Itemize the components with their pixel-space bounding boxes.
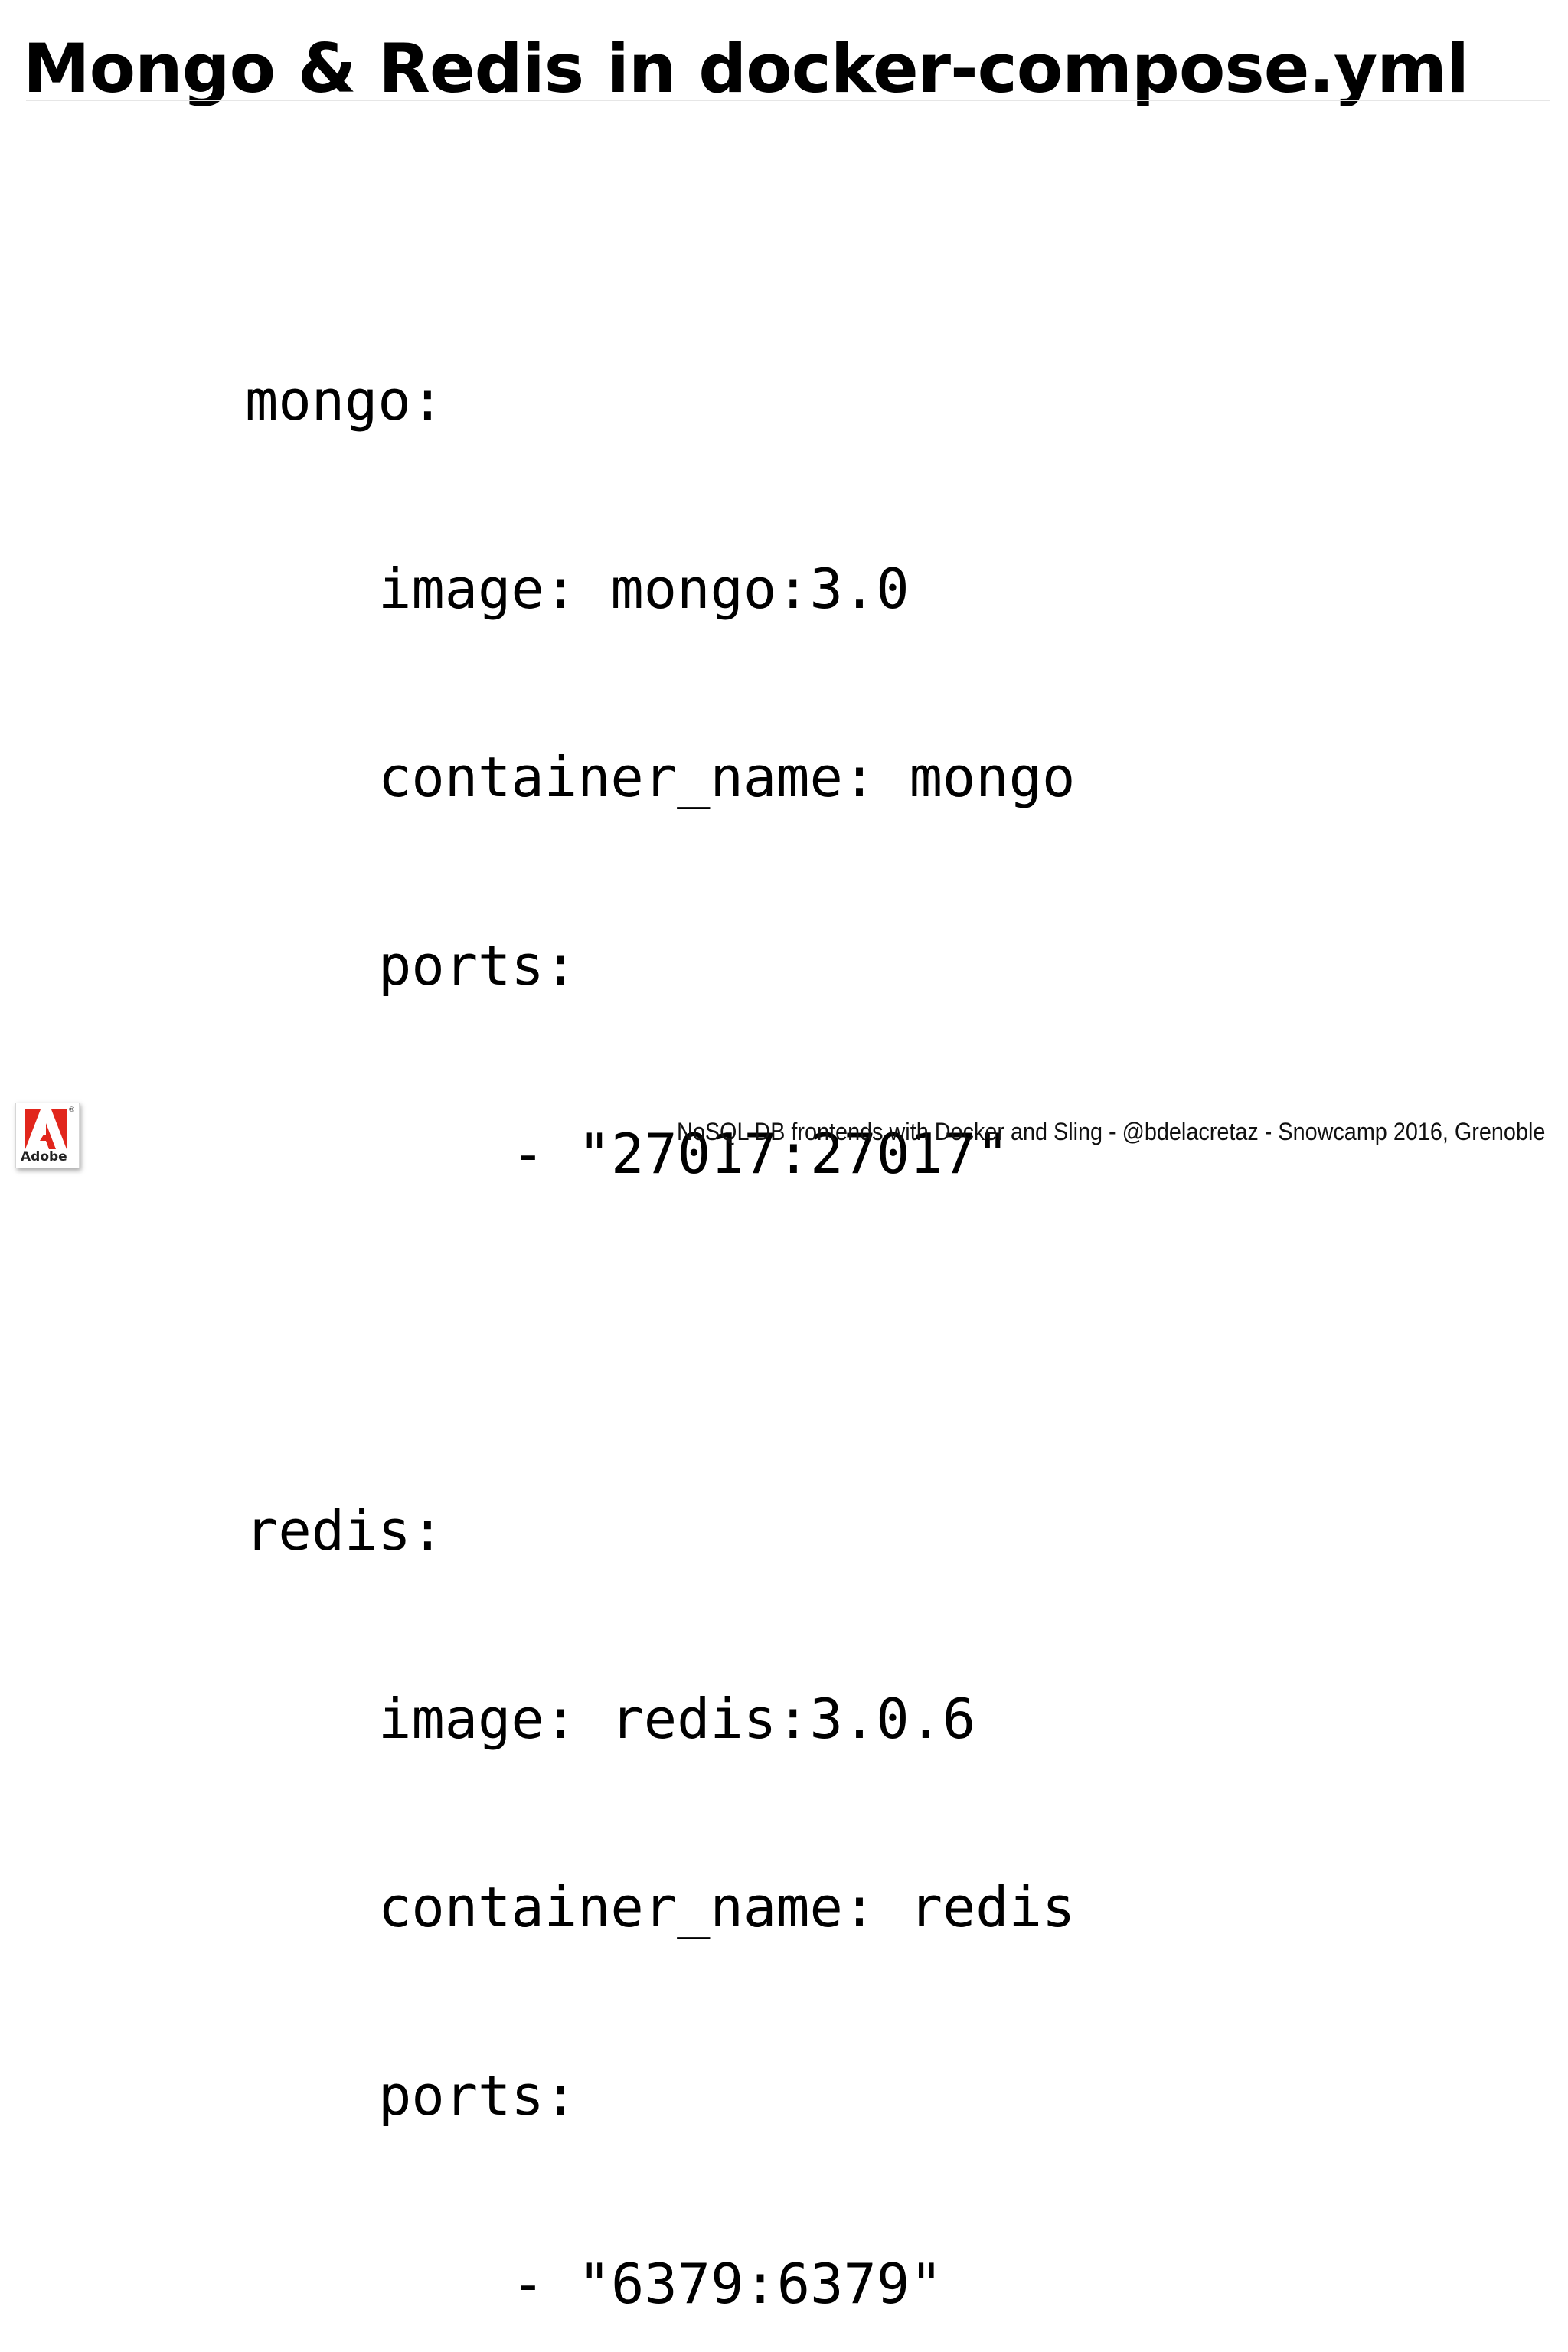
adobe-a-icon [25, 1109, 67, 1149]
code-line-mongo-service: mongo: [245, 368, 445, 433]
yaml-code-block: mongo: image: mongo:3.0 container_name: … [245, 243, 1075, 2352]
adobe-wordmark: Adobe [21, 1149, 67, 1165]
code-line-redis-image: image: redis:3.0.6 [378, 1687, 976, 1751]
adobe-logo: ® Adobe [15, 1102, 80, 1168]
registered-mark: ® [68, 1106, 75, 1114]
code-line-mongo-image: image: mongo:3.0 [378, 557, 910, 621]
slide-title: Mongo & Redis in docker-compose.yml [23, 29, 1469, 108]
code-line-redis-service: redis: [245, 1498, 445, 1563]
slide-footer: NoSQL DB frontends with Docker and Sling… [676, 1118, 1545, 1145]
code-line-redis-ports: ports: [378, 2063, 578, 2128]
code-line-mongo-port-mapping: - "27017:27017" [511, 1122, 1010, 1186]
code-line-mongo-ports: ports: [378, 933, 578, 998]
code-line-redis-port-mapping: - "6379:6379" [511, 2252, 943, 2316]
code-blank-line [245, 1311, 1075, 1374]
code-line-redis-container-name: container_name: redis [378, 1875, 1076, 1939]
title-divider [26, 100, 1550, 101]
code-line-mongo-container-name: container_name: mongo [378, 745, 1076, 809]
